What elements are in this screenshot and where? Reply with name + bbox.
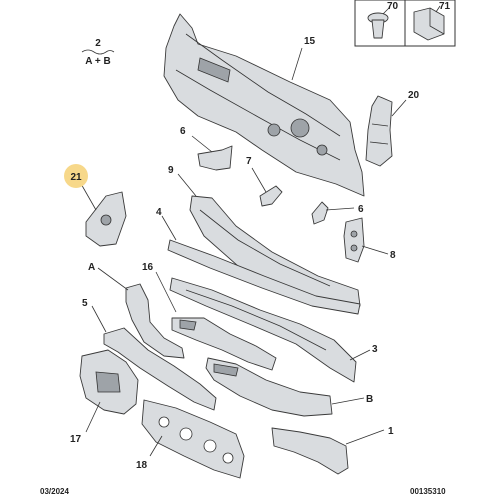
clip-70-icon bbox=[367, 6, 391, 39]
part-6-lower bbox=[311, 201, 329, 225]
label-5: 5 bbox=[82, 298, 88, 309]
label-1: 1 bbox=[388, 426, 394, 437]
label-6b: 6 bbox=[358, 204, 364, 215]
part-B-member bbox=[205, 357, 333, 417]
clip-71-icon bbox=[413, 5, 445, 41]
cross-member-upper bbox=[167, 239, 361, 315]
part-15-bulkhead bbox=[163, 13, 365, 197]
legend-bottom: A + B bbox=[85, 56, 110, 67]
label-18: 18 bbox=[136, 460, 148, 471]
part-8-bracket bbox=[343, 217, 365, 263]
assembly-legend: 2 A + B bbox=[81, 38, 115, 67]
label-A: A bbox=[88, 262, 95, 273]
part-1-bracket bbox=[271, 427, 349, 475]
label-15: 15 bbox=[304, 36, 316, 47]
label-B: B bbox=[366, 394, 373, 405]
label-6a: 6 bbox=[180, 126, 186, 137]
part-A-strut bbox=[125, 283, 185, 359]
label-8: 8 bbox=[390, 250, 396, 261]
part-21-reinforcement bbox=[85, 191, 127, 247]
part-5-sill bbox=[103, 327, 217, 411]
footer-date: 03/2024 bbox=[40, 487, 69, 496]
part-18-plate bbox=[141, 399, 245, 479]
part-20-bracket bbox=[365, 95, 393, 167]
label-20: 20 bbox=[408, 90, 420, 101]
highlight-21 bbox=[64, 164, 88, 188]
part-3-rail bbox=[169, 277, 357, 383]
part-6-upper bbox=[197, 145, 233, 171]
part-17-housing bbox=[79, 349, 139, 415]
label-9: 9 bbox=[168, 165, 174, 176]
label-4: 4 bbox=[156, 207, 162, 218]
fastener-inset: 70 71 bbox=[354, 0, 456, 47]
legend-top: 2 bbox=[95, 38, 101, 49]
part-7-clip bbox=[259, 185, 283, 207]
label-3: 3 bbox=[372, 344, 378, 355]
label-71: 71 bbox=[439, 1, 451, 12]
legend-tilde bbox=[81, 49, 115, 55]
label-70: 70 bbox=[387, 1, 399, 12]
label-16: 16 bbox=[142, 262, 154, 273]
label-21: 21 bbox=[70, 172, 82, 183]
part-16-brace bbox=[171, 317, 277, 371]
footer-reference: 00135310 bbox=[410, 487, 446, 496]
label-17: 17 bbox=[70, 434, 82, 445]
label-7: 7 bbox=[246, 156, 252, 167]
